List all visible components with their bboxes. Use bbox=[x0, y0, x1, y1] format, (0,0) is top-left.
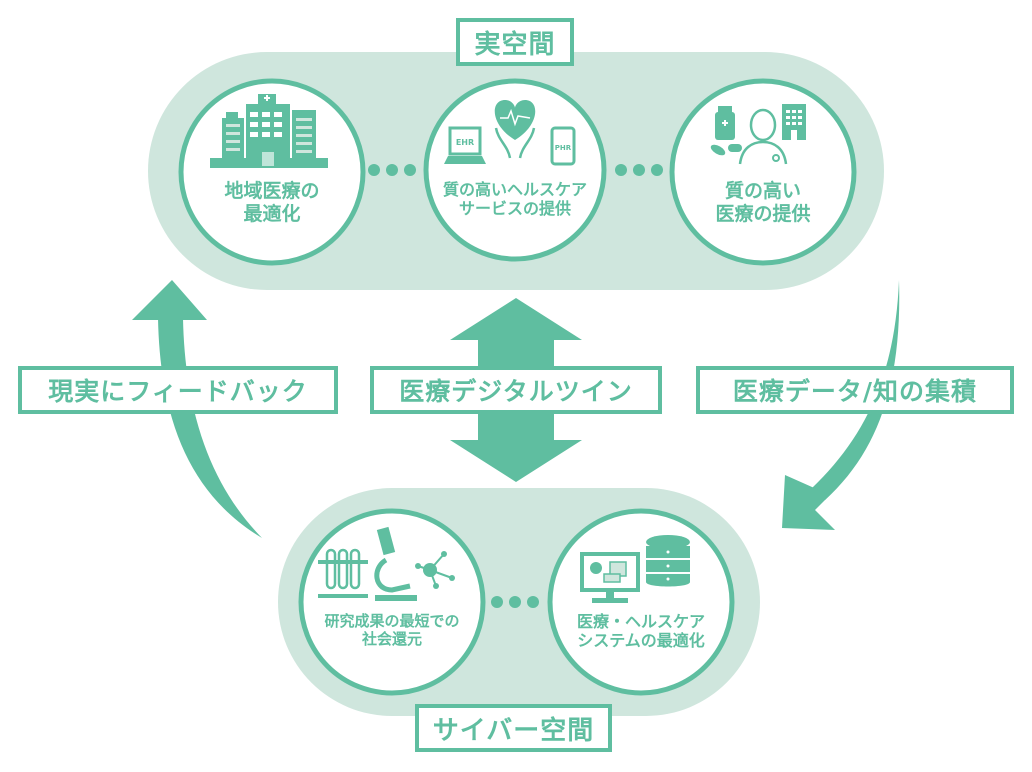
real-space-label: 実空間 bbox=[456, 18, 574, 66]
data-aggregation-label: 医療データ/知の集積 bbox=[696, 366, 1014, 414]
real-node-2-line-1: 質の高いヘルスケア bbox=[442, 180, 587, 199]
data-aggregation-label-text: 医療データ/知の集積 bbox=[732, 377, 978, 406]
cyber-space-label-text: サイバー空間 bbox=[432, 715, 595, 746]
real-node-1-text: 地域医療の 最適化 bbox=[192, 180, 352, 226]
cyber-connector-dots bbox=[491, 596, 539, 608]
healthcare-ehr-phr-icon: EHR PHR bbox=[444, 100, 576, 166]
feedback-label-text: 現実にフィードバック bbox=[48, 377, 308, 406]
cyber-node-2-line-2: システムの最適化 bbox=[577, 631, 705, 651]
real-node-3-line-2: 医療の提供 bbox=[715, 202, 811, 225]
real-connector-dots-1 bbox=[368, 164, 416, 176]
monitor-database-icon bbox=[580, 535, 690, 603]
real-space-label-text: 実空間 bbox=[474, 29, 556, 60]
real-node-3 bbox=[669, 78, 857, 266]
cyber-node-2-line-1: 医療・ヘルスケア bbox=[576, 612, 705, 631]
digital-twin-label: 医療デジタルツイン bbox=[370, 366, 662, 414]
real-node-2-line-2: サービスの提供 bbox=[458, 199, 571, 219]
cyber-node-1-text: 研究成果の最短での 社会還元 bbox=[307, 612, 477, 648]
real-node-3-text: 質の高い 医療の提供 bbox=[683, 180, 843, 226]
real-node-2: EHR PHR bbox=[423, 78, 607, 262]
hospital-buildings-icon bbox=[210, 94, 328, 168]
real-node-1-line-1: 地域医療の bbox=[224, 180, 320, 202]
real-connector-dots-2 bbox=[615, 164, 663, 176]
cyber-node-2 bbox=[547, 508, 735, 696]
ehr-label: EHR bbox=[456, 138, 474, 147]
digital-twin-label-text: 医療デジタルツイン bbox=[399, 377, 633, 406]
cyber-node-2-text: 医療・ヘルスケア システムの最適化 bbox=[556, 612, 726, 650]
doctor-medicine-hospital-icon bbox=[710, 104, 806, 165]
feedback-label: 現実にフィードバック bbox=[18, 366, 338, 414]
real-node-1-line-2: 最適化 bbox=[243, 202, 301, 225]
cyber-node-1-line-1: 研究成果の最短での bbox=[324, 612, 460, 630]
real-node-3-line-1: 質の高い bbox=[724, 180, 801, 202]
phr-label: PHR bbox=[555, 144, 572, 152]
lab-research-icon bbox=[318, 526, 455, 601]
real-node-2-text: 質の高いヘルスケア サービスの提供 bbox=[430, 180, 600, 218]
real-node-1 bbox=[178, 78, 366, 266]
cyber-space-label: サイバー空間 bbox=[415, 704, 612, 752]
cyber-node-1 bbox=[298, 508, 486, 696]
cyber-node-1-line-2: 社会還元 bbox=[361, 630, 422, 648]
